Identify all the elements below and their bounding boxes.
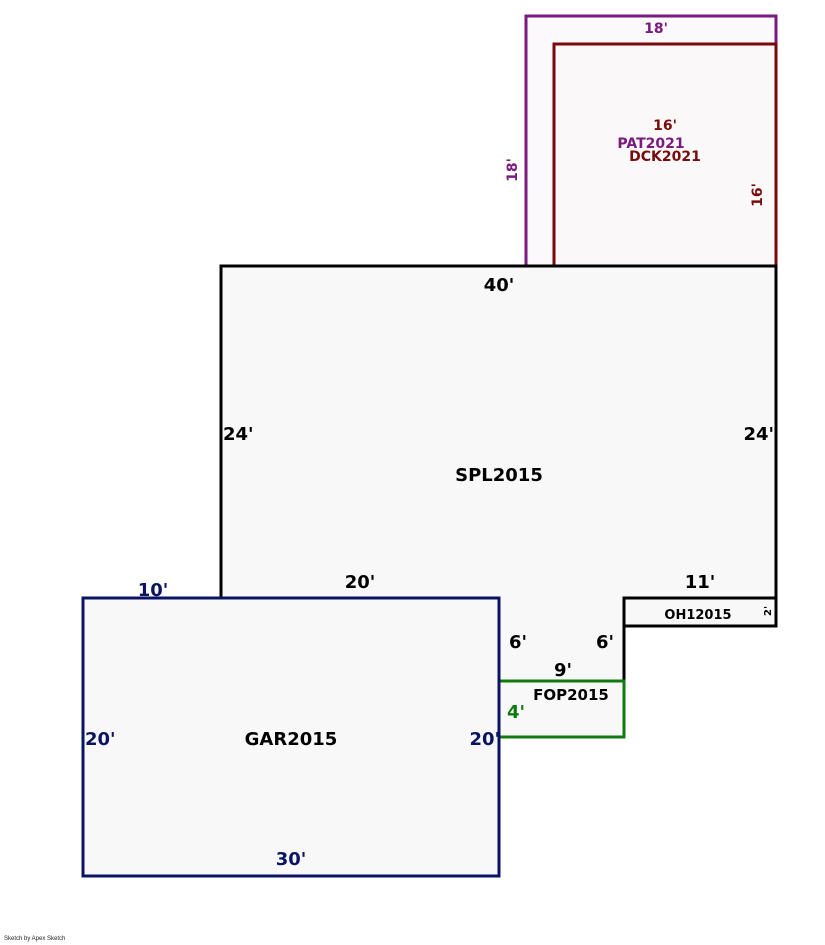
dck-right-dim: 16' <box>750 183 766 207</box>
spl-fop-top-dim: 9' <box>554 660 572 681</box>
spl-oh-top-dim: 11' <box>685 572 716 593</box>
spl-label: SPL2015 <box>455 465 543 486</box>
fop-area[interactable] <box>497 679 626 739</box>
dck-top-dim: 16' <box>653 118 677 134</box>
pat-top-dim: 18' <box>644 21 668 37</box>
spl-right-dim: 24' <box>743 424 774 445</box>
oh-right-dim: 2' <box>763 606 774 616</box>
gar-area[interactable] <box>81 596 501 878</box>
pat-left-dim: 18' <box>505 158 521 182</box>
fop-label: FOP2015 <box>533 686 609 704</box>
gar-label: GAR2015 <box>245 729 338 750</box>
spl-left-dim: 24' <box>223 424 254 445</box>
spl-step-right-dim: 6' <box>596 632 614 653</box>
gar-right-dim: 20' <box>469 729 500 750</box>
dck-area[interactable] <box>552 42 778 268</box>
spl-step-left-dim: 6' <box>509 632 527 653</box>
spl-bottom-left-dim: 20' <box>345 572 376 593</box>
gar-bottom-dim: 30' <box>276 849 307 870</box>
oh-area[interactable] <box>622 596 778 628</box>
dck-label: DCK2021 <box>629 149 701 165</box>
oh-label: OH12015 <box>664 608 731 623</box>
pat-label: PAT2021 <box>617 136 684 152</box>
footer-credit: Sketch by Apex Sketch <box>4 936 66 942</box>
spl-top-dim: 40' <box>484 275 515 296</box>
gar-left-dim: 20' <box>85 729 116 750</box>
fop-left-dim: 4' <box>507 702 525 723</box>
gar-top-dim: 10' <box>138 580 169 601</box>
